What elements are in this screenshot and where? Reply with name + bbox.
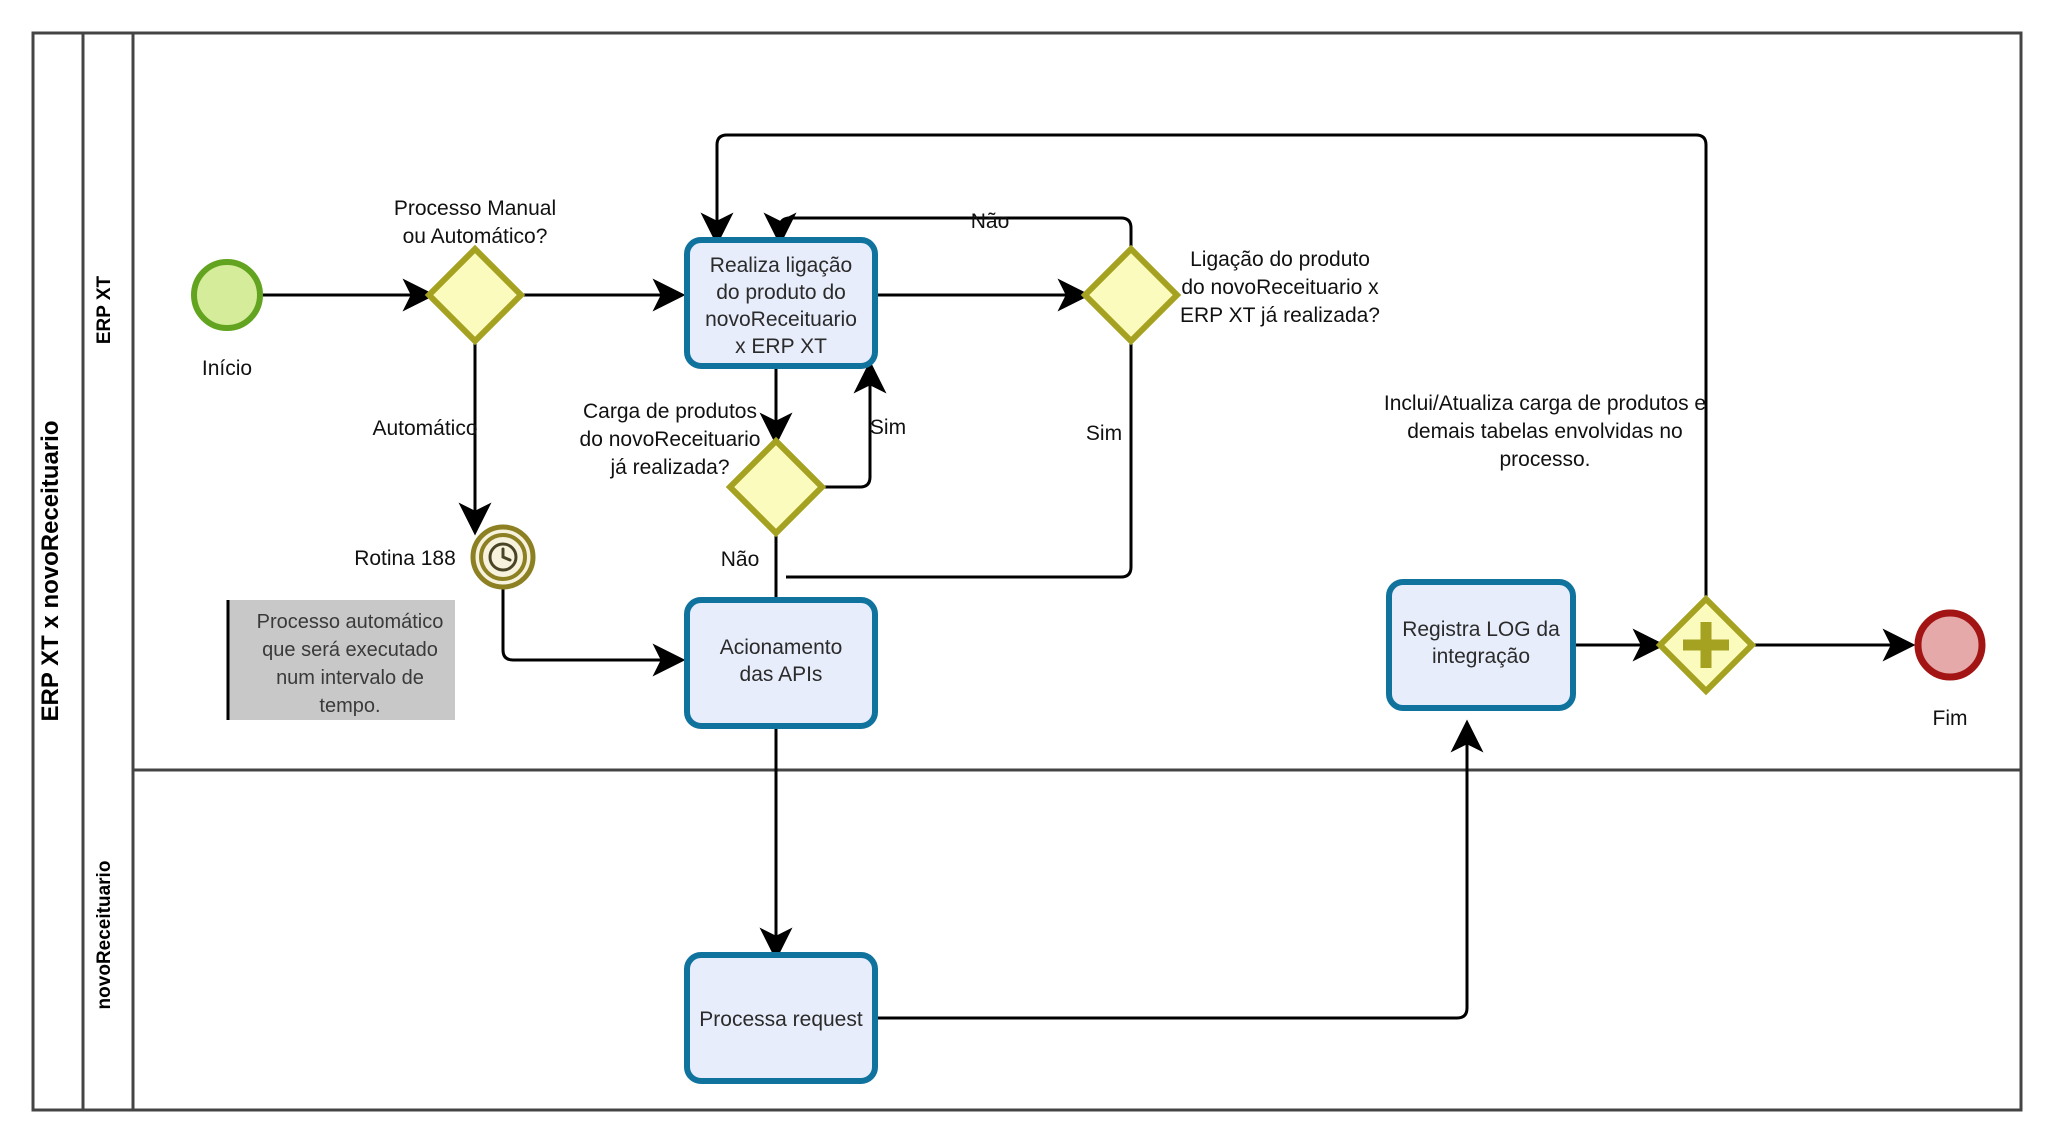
gateway-ligacao-label-line-2: do novoReceituario x — [1181, 276, 1379, 299]
timer-event-rotina-188[interactable]: Rotina 188 — [354, 524, 536, 590]
gateway-ligacao-diamond[interactable] — [1080, 244, 1182, 346]
task-acionamento-line-1: Acionamento — [720, 636, 843, 659]
flow-label-nao-ligacao: Não — [971, 210, 1010, 233]
annotation-timer-box — [227, 600, 455, 720]
annotation-inclui-line-1: Inclui/Atualiza carga de produtos e — [1384, 392, 1706, 415]
task-realiza-line-4: x ERP XT — [735, 335, 827, 358]
end-event[interactable]: Fim — [1914, 609, 1986, 730]
task-realiza-line-3: novoReceituario — [705, 308, 857, 331]
gateway-ligacao-label-line-1: Ligação do produto — [1190, 248, 1370, 271]
gateway-processo-manual-automatico[interactable]: Processo Manual ou Automático? — [394, 197, 556, 346]
end-event-circle[interactable] — [1914, 609, 1986, 681]
flow-gw-carga-sim-to-task-realiza — [822, 360, 887, 489]
timer-clock-hands-icon — [501, 547, 512, 562]
start-event-circle[interactable] — [191, 259, 263, 331]
gateway-carga-label-line-3: já realizada? — [609, 456, 729, 479]
gateway-processo-diamond[interactable] — [424, 244, 526, 346]
pool-title: ERP XT x novoReceituario — [37, 421, 64, 722]
gateway-carga-diamond[interactable] — [725, 436, 827, 538]
gateway-processo-label-line-1: Processo Manual — [394, 197, 556, 220]
gateway-ligacao-label-line-3: ERP XT já realizada? — [1180, 304, 1380, 327]
task-processa-line-1: Processa request — [699, 1008, 863, 1031]
start-event[interactable]: Início — [191, 259, 263, 380]
sequence-flows — [253, 133, 1916, 1020]
end-event-label: Fim — [1933, 707, 1968, 730]
task-processa-request[interactable]: Processa request — [684, 952, 878, 1084]
gateway-parallel[interactable] — [1655, 594, 1757, 696]
annotation-inclui-line-3: processo. — [1499, 448, 1590, 471]
annotation-inclui-atualiza: Inclui/Atualiza carga de produtos e dema… — [1384, 392, 1706, 471]
task-acionamento-line-2: das APIs — [740, 663, 823, 686]
flow-processa-to-registra — [876, 719, 1484, 1020]
pool-border — [31, 31, 2023, 1112]
lane-label-novoreceituario: novoReceituario — [94, 861, 115, 1010]
flow-label-sim-carga: Sim — [870, 416, 906, 439]
annotation-timer-line-1: Processo automático — [257, 611, 444, 633]
task-realiza-ligacao[interactable]: Realiza ligação do produto do novoReceit… — [684, 237, 878, 369]
task-registra-line-2: integração — [1432, 645, 1530, 668]
flow-label-nao-carga: Não — [721, 548, 760, 571]
flow-label-automatico: Automático — [372, 417, 477, 440]
task-acionamento-box[interactable] — [684, 597, 878, 729]
start-event-label: Início — [202, 357, 252, 380]
gateway-carga-label-line-1: Carga de produtos — [583, 400, 757, 423]
flow-labels: Automático Não Sim Sim Não — [372, 210, 1122, 571]
timer-event-label: Rotina 188 — [354, 547, 456, 570]
annotation-inclui-line-2: demais tabelas envolvidas no — [1407, 420, 1683, 443]
flow-label-sim-ligacao: Sim — [1086, 422, 1122, 445]
gateway-ligacao-produto[interactable]: Ligação do produto do novoReceituario x … — [1080, 244, 1380, 346]
flow-timer-to-acionamento — [501, 583, 686, 677]
gateway-carga-label-line-2: do novoReceituario — [580, 428, 761, 451]
flow-gw-ligacao-sim-to-acionamento — [786, 341, 1133, 579]
timer-clock-icon — [488, 542, 518, 572]
flow-gw-ligacao-nao-to-task-realiza — [763, 212, 1133, 250]
annotation-timer-note: Processo automático que será executado n… — [226, 600, 455, 720]
lane-label-erp-xt: ERP XT — [94, 275, 115, 344]
task-registra-log[interactable]: Registra LOG da integração — [1386, 579, 1576, 711]
parallel-plus-icon — [1683, 622, 1729, 668]
annotation-timer-line-3: num intervalo de — [276, 667, 424, 689]
task-registra-line-1: Registra LOG da — [1402, 618, 1560, 641]
flow-parallel-loop-to-task-realiza — [700, 133, 1708, 599]
task-realiza-line-2: do produto do — [716, 281, 846, 304]
task-acionamento-apis[interactable]: Acionamento das APIs — [684, 597, 878, 729]
task-realiza-box[interactable] — [684, 237, 878, 369]
gateway-carga-produtos[interactable]: Carga de produtos do novoReceituario já … — [580, 400, 827, 538]
gateway-processo-label-line-2: ou Automático? — [403, 225, 548, 248]
annotation-timer-line-2: que será executado — [262, 639, 438, 661]
task-registra-box[interactable] — [1386, 579, 1576, 711]
task-realiza-line-1: Realiza ligação — [710, 254, 852, 277]
pool-container: ERP XT x novoReceituario ERP XT novoRece… — [31, 31, 2023, 1112]
task-processa-box[interactable] — [684, 952, 878, 1084]
annotation-timer-line-4: tempo. — [319, 695, 380, 717]
